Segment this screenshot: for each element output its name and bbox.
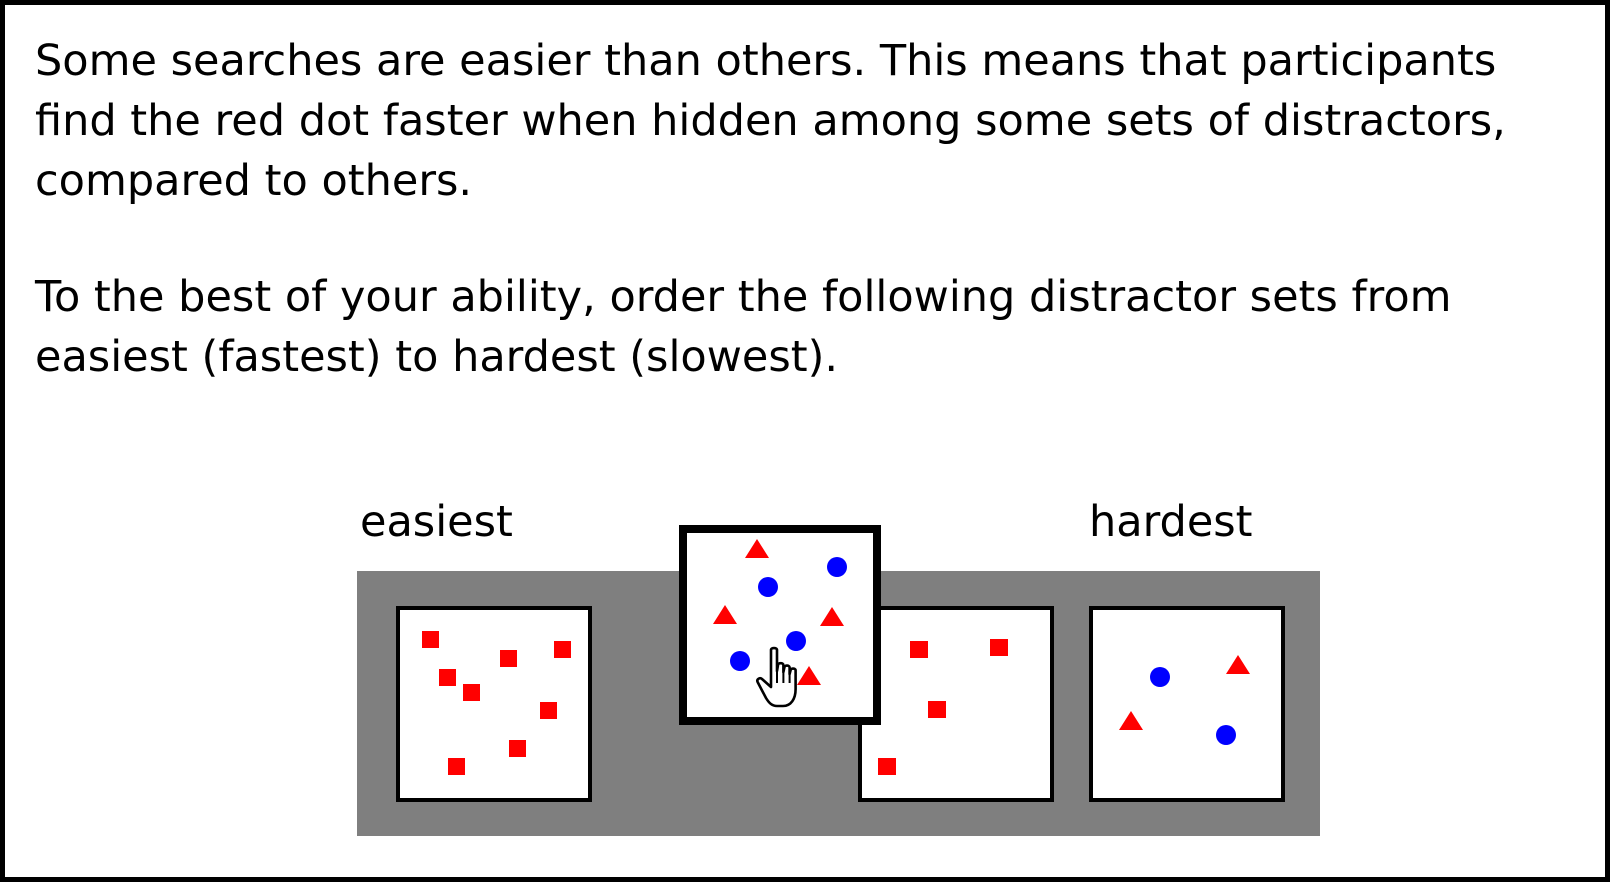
hardest-label: hardest bbox=[1089, 497, 1253, 547]
red-square bbox=[990, 639, 1008, 656]
few-red-squares-stimulus bbox=[878, 639, 1008, 775]
few-mixed-card[interactable] bbox=[1089, 606, 1285, 802]
blue-circle bbox=[1150, 667, 1170, 687]
red-square bbox=[509, 740, 526, 757]
blue-circle bbox=[786, 631, 806, 651]
blue-circle bbox=[827, 557, 847, 577]
red-square bbox=[928, 701, 946, 718]
easiest-label: easiest bbox=[360, 497, 513, 547]
red-squares-stimulus bbox=[422, 631, 571, 775]
red-square bbox=[540, 702, 557, 719]
mixed-card-dragged[interactable] bbox=[679, 525, 881, 725]
red-square bbox=[439, 669, 456, 686]
red-triangle bbox=[713, 605, 737, 624]
instruction-text: To the best of your ability, order the f… bbox=[35, 272, 1452, 382]
red-square bbox=[878, 758, 896, 775]
red-triangle bbox=[1226, 655, 1250, 674]
red-square bbox=[500, 650, 517, 667]
red-square bbox=[448, 758, 465, 775]
red-triangle bbox=[1119, 711, 1143, 730]
red-square bbox=[422, 631, 439, 648]
red-square bbox=[554, 641, 571, 658]
blue-circle bbox=[730, 651, 750, 671]
red-square bbox=[910, 641, 928, 658]
mixed-stimulus bbox=[713, 539, 847, 685]
few-red-squares-card[interactable] bbox=[858, 606, 1054, 802]
red-triangle bbox=[820, 607, 844, 626]
blue-circle bbox=[758, 577, 778, 597]
red-squares-card[interactable] bbox=[396, 606, 592, 802]
intro-text: Some searches are easier than others. Th… bbox=[35, 36, 1506, 206]
red-triangle bbox=[797, 666, 821, 685]
few-mixed-stimulus bbox=[1119, 655, 1250, 745]
red-triangle bbox=[745, 539, 769, 558]
red-square bbox=[463, 684, 480, 701]
blue-circle bbox=[1216, 725, 1236, 745]
